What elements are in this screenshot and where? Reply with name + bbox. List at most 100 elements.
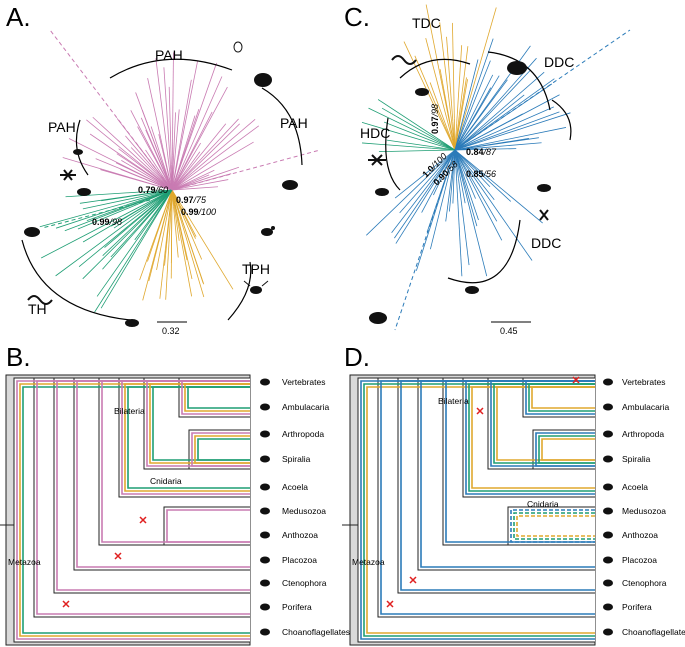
tree-branch xyxy=(421,165,448,213)
tree-branch xyxy=(468,162,512,202)
tree-branch xyxy=(183,186,218,190)
placozoa-icon-c xyxy=(369,312,387,324)
tree-branch xyxy=(399,165,442,214)
ddc-arc-top xyxy=(487,51,551,111)
tph-label: TPH xyxy=(242,261,270,277)
taxon-icon xyxy=(603,628,613,636)
tree-branch xyxy=(172,112,176,171)
tree-branch xyxy=(179,216,205,298)
tdc-label: TDC xyxy=(412,15,441,31)
taxon-icon xyxy=(603,403,613,411)
tree-branch xyxy=(452,22,455,119)
tree-branch xyxy=(179,207,203,260)
gene-lineage xyxy=(541,438,595,461)
gene-lineage xyxy=(187,386,250,409)
taxon-icon xyxy=(260,531,270,539)
tree-branch xyxy=(381,107,437,140)
tree-branch xyxy=(113,199,158,229)
tree-branch xyxy=(102,209,155,270)
tree-branch xyxy=(366,171,434,236)
tree-branch xyxy=(182,169,215,186)
tree-branch xyxy=(41,199,151,229)
tree-branch xyxy=(65,191,146,198)
tree-branch xyxy=(483,112,571,142)
tree-branch xyxy=(163,189,173,213)
clade-bilateria-b: Bilateria xyxy=(114,406,145,416)
taxon-icon xyxy=(260,455,270,463)
gene-lineage xyxy=(191,432,250,467)
tree-branch xyxy=(429,82,450,134)
tree-branch xyxy=(426,170,449,233)
gene-lineage xyxy=(516,515,595,537)
worm-icon-c xyxy=(391,55,417,65)
pah-label-right: PAH xyxy=(280,115,308,131)
tree-branch xyxy=(482,127,567,145)
tph-arc xyxy=(227,261,252,321)
tree-branch xyxy=(176,79,192,163)
tree-branch xyxy=(130,110,163,171)
tree-branch xyxy=(457,77,467,132)
tree-branch xyxy=(134,202,164,241)
support-c-1: 0.97/98 xyxy=(430,104,440,134)
tree-branch xyxy=(94,220,153,313)
tree-branch xyxy=(465,75,500,132)
tree-branch xyxy=(479,78,555,133)
tree-branch xyxy=(62,157,145,183)
tree-branch xyxy=(454,129,475,151)
panel-c-tree xyxy=(361,4,631,331)
tree-branch xyxy=(100,169,155,186)
tree-branch xyxy=(368,107,434,140)
tree-branch xyxy=(394,161,441,199)
taxon-icon xyxy=(603,603,613,611)
support-c-5: 0.85/56 xyxy=(466,169,496,179)
tree-branch xyxy=(188,123,240,174)
tree-branch xyxy=(458,178,470,266)
tree-branch xyxy=(473,177,533,261)
tree-branch xyxy=(449,165,455,212)
panel-c: C. TDC DDC HDC DDC 0.97/98 0.84/87 1.0/1… xyxy=(344,2,631,336)
scale-label-c: 0.45 xyxy=(500,326,518,336)
pah-arc-top xyxy=(109,58,233,79)
tree-branch xyxy=(454,29,631,151)
tree-branch xyxy=(171,52,174,156)
tree-branch xyxy=(446,36,454,122)
support-a-3: 0.99/100 xyxy=(181,207,216,217)
gene-lineage xyxy=(525,380,595,415)
starfish-icon xyxy=(60,169,76,181)
taxon-icon xyxy=(603,507,613,515)
panel-d-taxa: VertebratesAmbulacariaArthropodaSpiralia… xyxy=(603,377,685,637)
mouse-icon-c xyxy=(415,88,429,96)
taxon-icon xyxy=(603,455,613,463)
clade-bilateria-d: Bilateria xyxy=(438,396,469,406)
clade-metazoa-b: Metazoa xyxy=(8,557,41,567)
tree-branch xyxy=(465,167,498,222)
tree-branch xyxy=(414,55,446,127)
taxon-icon xyxy=(260,603,270,611)
tree-branch xyxy=(429,174,450,250)
gene-loss-marker xyxy=(62,600,70,608)
tree-branch xyxy=(476,142,542,149)
tree-branch xyxy=(86,197,151,222)
tree-branch xyxy=(425,4,449,114)
gene-loss-marker xyxy=(476,407,484,415)
tree-branch xyxy=(394,149,456,331)
tree-branch xyxy=(104,204,156,248)
tree-branch xyxy=(188,166,240,185)
tree-branch xyxy=(459,162,476,199)
panel-a-letter: A. xyxy=(6,2,31,32)
tree-branch xyxy=(177,202,196,239)
taxon-label: Acoela xyxy=(282,482,308,492)
placozoa-icon-2 xyxy=(282,180,298,190)
panel-d-tree xyxy=(342,374,596,646)
scale-label-a: 0.32 xyxy=(162,326,180,336)
clade-metazoa-d: Metazoa xyxy=(352,557,385,567)
th-arc xyxy=(21,239,131,321)
taxon-label: Spiralia xyxy=(622,454,651,464)
panel-a-tree xyxy=(39,29,321,313)
taxon-icon xyxy=(260,556,270,564)
tree-branch xyxy=(40,206,140,259)
tree-branch xyxy=(181,174,210,187)
sponge-icon-c xyxy=(507,61,527,75)
tree-branch xyxy=(92,116,153,173)
mouse-icon-c-2 xyxy=(537,184,551,192)
